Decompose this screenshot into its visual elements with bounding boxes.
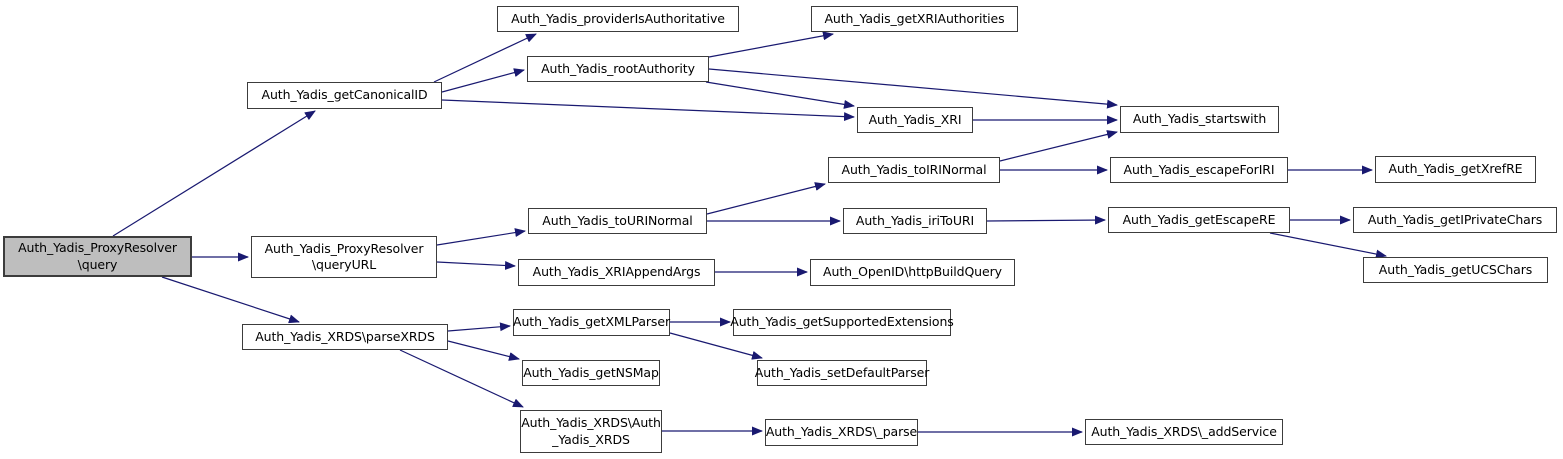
edge-iri-to-uri-to-get-escape-re [986,215,1106,225]
edge-root-authority-to-xri [705,81,855,109]
node-iri-to-uri[interactable]: Auth_Yadis_iriToURI [843,208,987,234]
node-provider-is-authoritative[interactable]: Auth_Yadis_providerIsAuthoritative [497,6,739,32]
node-get-xml-parser[interactable]: Auth_Yadis_getXMLParser [513,309,670,336]
edge-get-canonical-id-to-root-authority [441,68,525,93]
node-get-supported-extensions[interactable]: Auth_Yadis_getSupportedExtensions [730,309,954,336]
node-get-canonical-id[interactable]: Auth_Yadis_getCanonicalID [247,82,442,109]
edge-to-uri-normal-to-to-iri-normal [706,182,826,215]
node-xri[interactable]: Auth_Yadis_XRI [857,107,973,133]
node-to-uri-normal[interactable]: Auth_Yadis_toURINormal [528,208,707,234]
edge-proxy-resolver-query-to-xrds-parse-xrds [161,276,300,324]
edge-root-authority-to-get-xri-authorities [708,31,834,58]
edge-root-authority-to-startswith [708,68,1118,109]
node-get-ucs-chars[interactable]: Auth_Yadis_getUCSChars [1363,257,1548,283]
node-get-xref-re[interactable]: Auth_Yadis_getXrefRE [1375,156,1536,183]
node-xrds-add-service[interactable]: Auth_Yadis_XRDS\_addService [1085,419,1283,445]
edge-xrds-parse-xrds-to-xrds-constructor [399,349,524,408]
node-http-build-query[interactable]: Auth_OpenID\httpBuildQuery [810,259,1015,286]
edge-proxy-resolver-query-url-to-to-uri-normal [436,228,526,246]
edge-xrds-parse-xrds-to-get-ns-map [447,340,520,361]
node-get-escape-re[interactable]: Auth_Yadis_getEscapeRE [1108,207,1290,233]
node-xrds-constructor[interactable]: Auth_Yadis_XRDS\Auth _Yadis_XRDS [520,410,662,453]
edge-get-canonical-id-to-xri [441,99,855,122]
edge-get-canonical-id-to-provider-is-authoritative [433,33,537,83]
node-xrds-parse-xrds[interactable]: Auth_Yadis_XRDS\parseXRDS [242,324,448,350]
node-startswith[interactable]: Auth_Yadis_startswith [1120,106,1279,133]
edge-to-iri-normal-to-startswith [999,130,1118,162]
node-set-default-parser[interactable]: Auth_Yadis_setDefaultParser [755,360,929,386]
node-proxy-resolver-query[interactable]: Auth_Yadis_ProxyResolver \query [3,236,192,277]
node-root-authority[interactable]: Auth_Yadis_rootAuthority [527,56,709,82]
node-proxy-resolver-query-url[interactable]: Auth_Yadis_ProxyResolver \queryURL [251,236,437,278]
edge-proxy-resolver-query-to-get-canonical-id [112,110,316,237]
node-to-iri-normal[interactable]: Auth_Yadis_toIRINormal [828,157,1000,183]
node-xrds-parse[interactable]: Auth_Yadis_XRDS\_parse [765,419,918,446]
node-get-iprivate-chars[interactable]: Auth_Yadis_getIPrivateChars [1353,207,1557,233]
edge-get-escape-re-to-get-ucs-chars [1269,232,1387,259]
node-xri-append-args[interactable]: Auth_Yadis_XRIAppendArgs [518,259,715,286]
edge-proxy-resolver-query-url-to-xri-append-args [436,260,516,270]
node-escape-for-iri[interactable]: Auth_Yadis_escapeForIRI [1110,157,1288,183]
edge-xrds-parse-xrds-to-get-xml-parser [447,322,511,332]
node-get-xri-authorities[interactable]: Auth_Yadis_getXRIAuthorities [811,6,1018,32]
edge-get-xml-parser-to-set-default-parser [669,332,763,360]
node-get-ns-map[interactable]: Auth_Yadis_getNSMap [522,360,660,386]
